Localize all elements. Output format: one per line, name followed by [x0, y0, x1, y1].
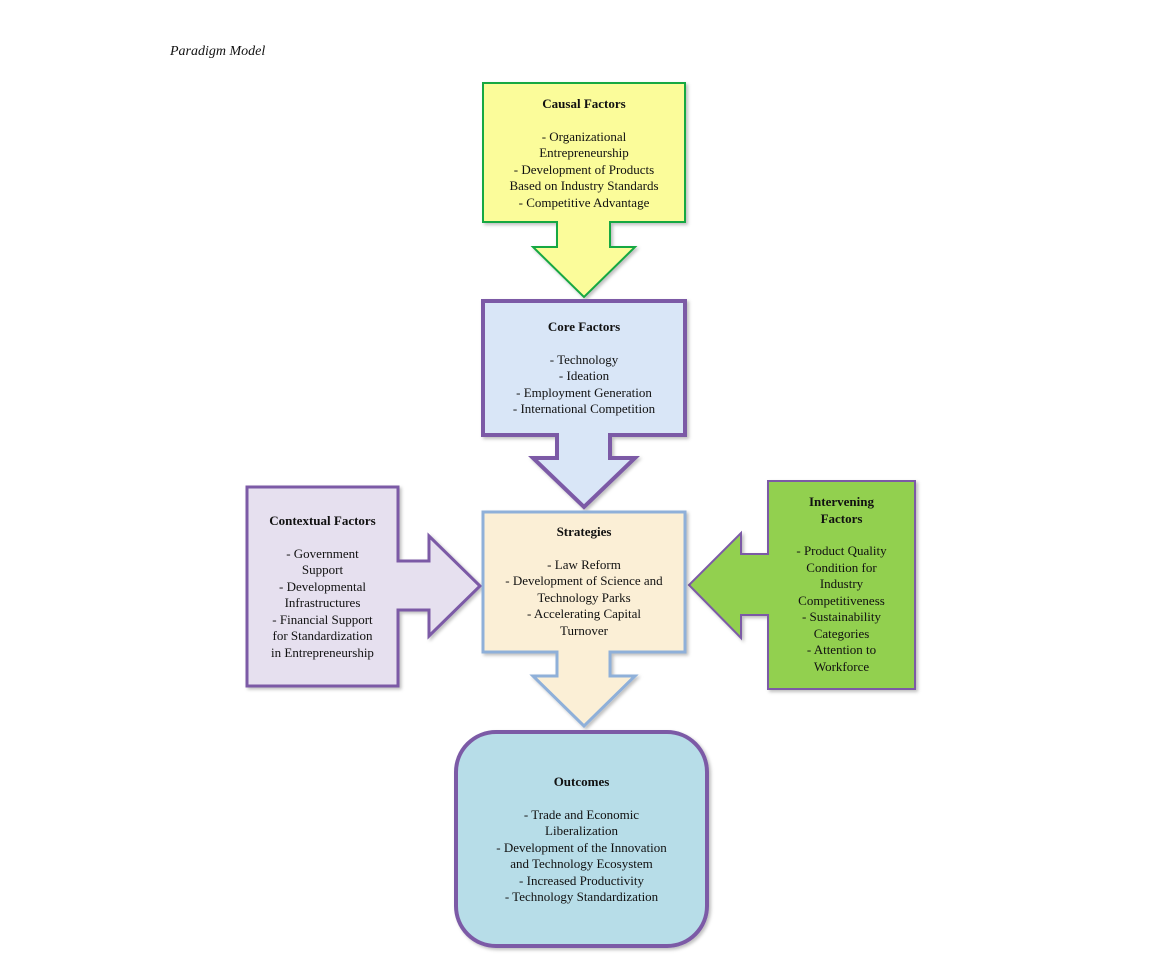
- outcomes-title: Outcomes: [553, 774, 610, 789]
- strategies-box: Strategies - Law Reform - Development of…: [483, 524, 685, 639]
- outcomes-line: - Development of the Innovation: [496, 839, 667, 855]
- diagram-caption: Paradigm Model: [170, 44, 266, 59]
- contextual-factors-line: for Standardization: [272, 628, 373, 643]
- outcomes-shape: [454, 730, 709, 948]
- core-factors-line: - Technology: [549, 351, 619, 367]
- strategies-shape: [481, 510, 687, 729]
- causal-factors-title: Causal Factors: [542, 96, 626, 111]
- causal-factors-line: - Development of Products: [513, 161, 655, 177]
- causal-factors-line: - Organizational: [541, 128, 627, 144]
- outcomes-line: - Technology Standardization: [504, 889, 659, 904]
- contextual-factors-line: Support: [301, 562, 344, 577]
- strategies-line: Turnover: [560, 622, 608, 638]
- intervening-factors-line: Competitiveness: [798, 592, 885, 608]
- core-factors-title: Core Factors: [547, 319, 621, 334]
- intervening-factors-line: Condition for: [806, 559, 877, 575]
- intervening-factors-title: Intervening Factors: [768, 494, 915, 527]
- causal-factors-line: Entrepreneurship: [539, 145, 629, 160]
- contextual-factors-line: - Developmental: [279, 578, 366, 594]
- causal-factors-line: Based on Industry Standards: [509, 178, 659, 193]
- causal-factors-box: Causal Factors - Organizational Entrepre…: [483, 96, 685, 211]
- core-factors-line: - Ideation: [558, 368, 610, 383]
- contextual-factors-line: in Entrepreneurship: [271, 644, 374, 660]
- contextual-factors-title: Contextual Factors: [269, 513, 376, 528]
- strategies-line: - Law Reform: [547, 556, 621, 572]
- outcomes-line: - Increased Productivity: [519, 872, 644, 888]
- strategies-line: Technology Parks: [537, 589, 631, 605]
- intervening-factors-line: Categories: [813, 625, 870, 641]
- contextual-factors-line: - Financial Support: [272, 611, 373, 627]
- core-factors-shape: [481, 299, 687, 510]
- outcomes-box: Outcomes - Trade and Economic Liberaliza…: [456, 774, 707, 906]
- intervening-factors-box: Intervening Factors - Product Quality Co…: [768, 494, 915, 675]
- outcomes-line: - Trade and Economic: [523, 806, 640, 822]
- contextual-factors-shape: [245, 485, 483, 688]
- causal-factors-line: - Competitive Advantage: [518, 194, 650, 210]
- core-factors-line: - International Competition: [512, 401, 656, 416]
- intervening-factors-line: - Sustainability: [801, 609, 882, 624]
- causal-factors-shape: [482, 82, 686, 299]
- contextual-factors-line: - Government: [286, 545, 359, 561]
- intervening-factors-title-line: Factors: [820, 510, 863, 526]
- contextual-factors-box: Contextual Factors - Government Support …: [247, 513, 398, 661]
- core-factors-line: - Employment Generation: [516, 384, 652, 400]
- intervening-factors-line: Workforce: [813, 658, 870, 674]
- contextual-factors-line: Infrastructures: [284, 595, 361, 610]
- intervening-factors-title-line: Intervening: [809, 494, 874, 509]
- outcomes-line: Liberalization: [545, 823, 618, 838]
- intervening-factors-line: - Product Quality: [796, 543, 887, 558]
- strategies-line: - Accelerating Capital: [526, 606, 642, 621]
- intervening-factors-shape: [687, 480, 916, 690]
- intervening-factors-line: - Attention to: [806, 642, 877, 657]
- strategies-line: - Development of Science and: [505, 573, 663, 588]
- outcomes-line: and Technology Ecosystem: [510, 856, 653, 871]
- core-factors-box: Core Factors - Technology - Ideation - E…: [483, 319, 685, 418]
- strategies-title: Strategies: [556, 524, 612, 539]
- intervening-factors-line: Industry: [819, 576, 864, 591]
